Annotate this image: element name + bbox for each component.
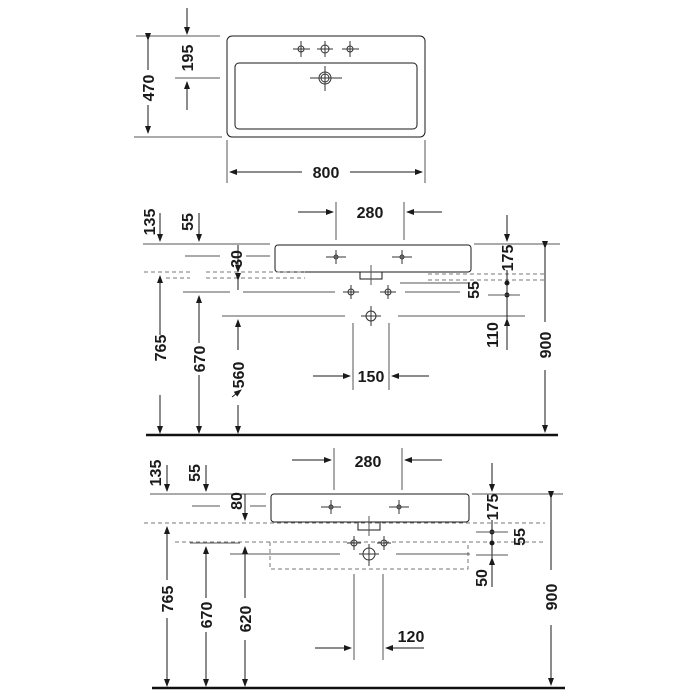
dim-280: 280 bbox=[357, 205, 384, 222]
dim-55: 55 bbox=[180, 213, 197, 231]
bowl-outline bbox=[234, 62, 418, 130]
dim-110: 110 bbox=[485, 322, 502, 348]
dim-55-right: 55 bbox=[466, 281, 483, 299]
dim-55-right: 55 bbox=[512, 528, 529, 546]
elevation-wall-mounted bbox=[143, 202, 560, 437]
dim-560: 560 bbox=[231, 362, 248, 389]
tap-holes bbox=[293, 41, 359, 91]
dim-280: 280 bbox=[355, 454, 382, 471]
dim-150: 150 bbox=[358, 369, 385, 386]
dim-30: 30 bbox=[229, 250, 246, 268]
basin-outline bbox=[226, 35, 426, 138]
dim-175: 175 bbox=[500, 245, 517, 272]
dim-470: 470 bbox=[141, 75, 158, 102]
dim-620: 620 bbox=[238, 606, 255, 633]
dim-175: 175 bbox=[485, 494, 502, 521]
dim-900: 900 bbox=[538, 332, 555, 359]
dim-765: 765 bbox=[153, 335, 170, 362]
dim-670: 670 bbox=[199, 602, 216, 629]
elevation-with-vanity bbox=[144, 448, 565, 690]
dim-135: 135 bbox=[142, 209, 159, 236]
dim-800: 800 bbox=[313, 165, 340, 182]
plan-view bbox=[134, 8, 426, 183]
dim-765: 765 bbox=[160, 586, 177, 613]
dim-135: 135 bbox=[148, 460, 165, 487]
dim-55: 55 bbox=[187, 464, 204, 482]
dim-670: 670 bbox=[192, 346, 209, 373]
dim-120: 120 bbox=[398, 629, 425, 646]
dim-80: 80 bbox=[229, 492, 246, 510]
dim-900: 900 bbox=[544, 584, 561, 611]
dim-195: 195 bbox=[180, 45, 197, 72]
dim-50: 50 bbox=[474, 569, 491, 587]
